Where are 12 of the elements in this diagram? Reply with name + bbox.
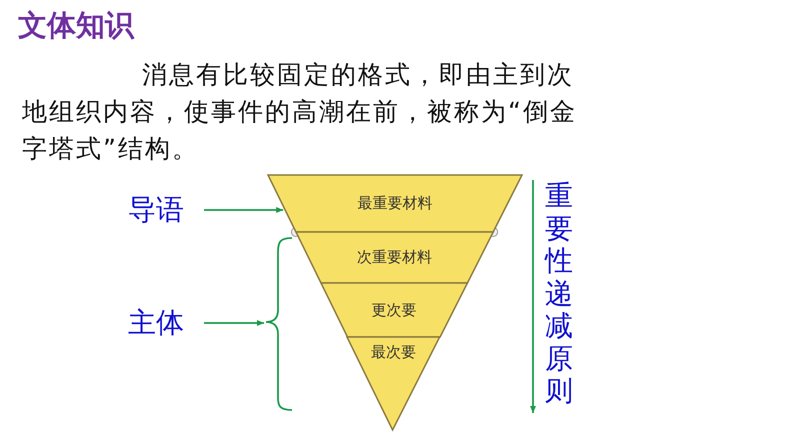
pyramid-band: 最次要 — [347, 337, 440, 430]
vertical-label: 重要性递减原则 — [544, 180, 574, 408]
paragraph: 消息有比较固定的格式，即由主到次地组织内容，使事件的高潮在前，被称为“倒金字塔式”结构。 — [22, 59, 578, 165]
pyramid-band: 次重要材料 — [296, 232, 494, 283]
brace — [264, 237, 294, 412]
pyramid-band: 更次要 — [320, 283, 468, 337]
arrow — [204, 320, 264, 326]
side-label: 导语 — [128, 192, 198, 228]
side-label: 主体 — [128, 305, 198, 341]
pyramid-band: 最重要材料 — [268, 175, 522, 232]
title: 文体知识 — [18, 7, 134, 44]
arrow — [204, 207, 284, 213]
